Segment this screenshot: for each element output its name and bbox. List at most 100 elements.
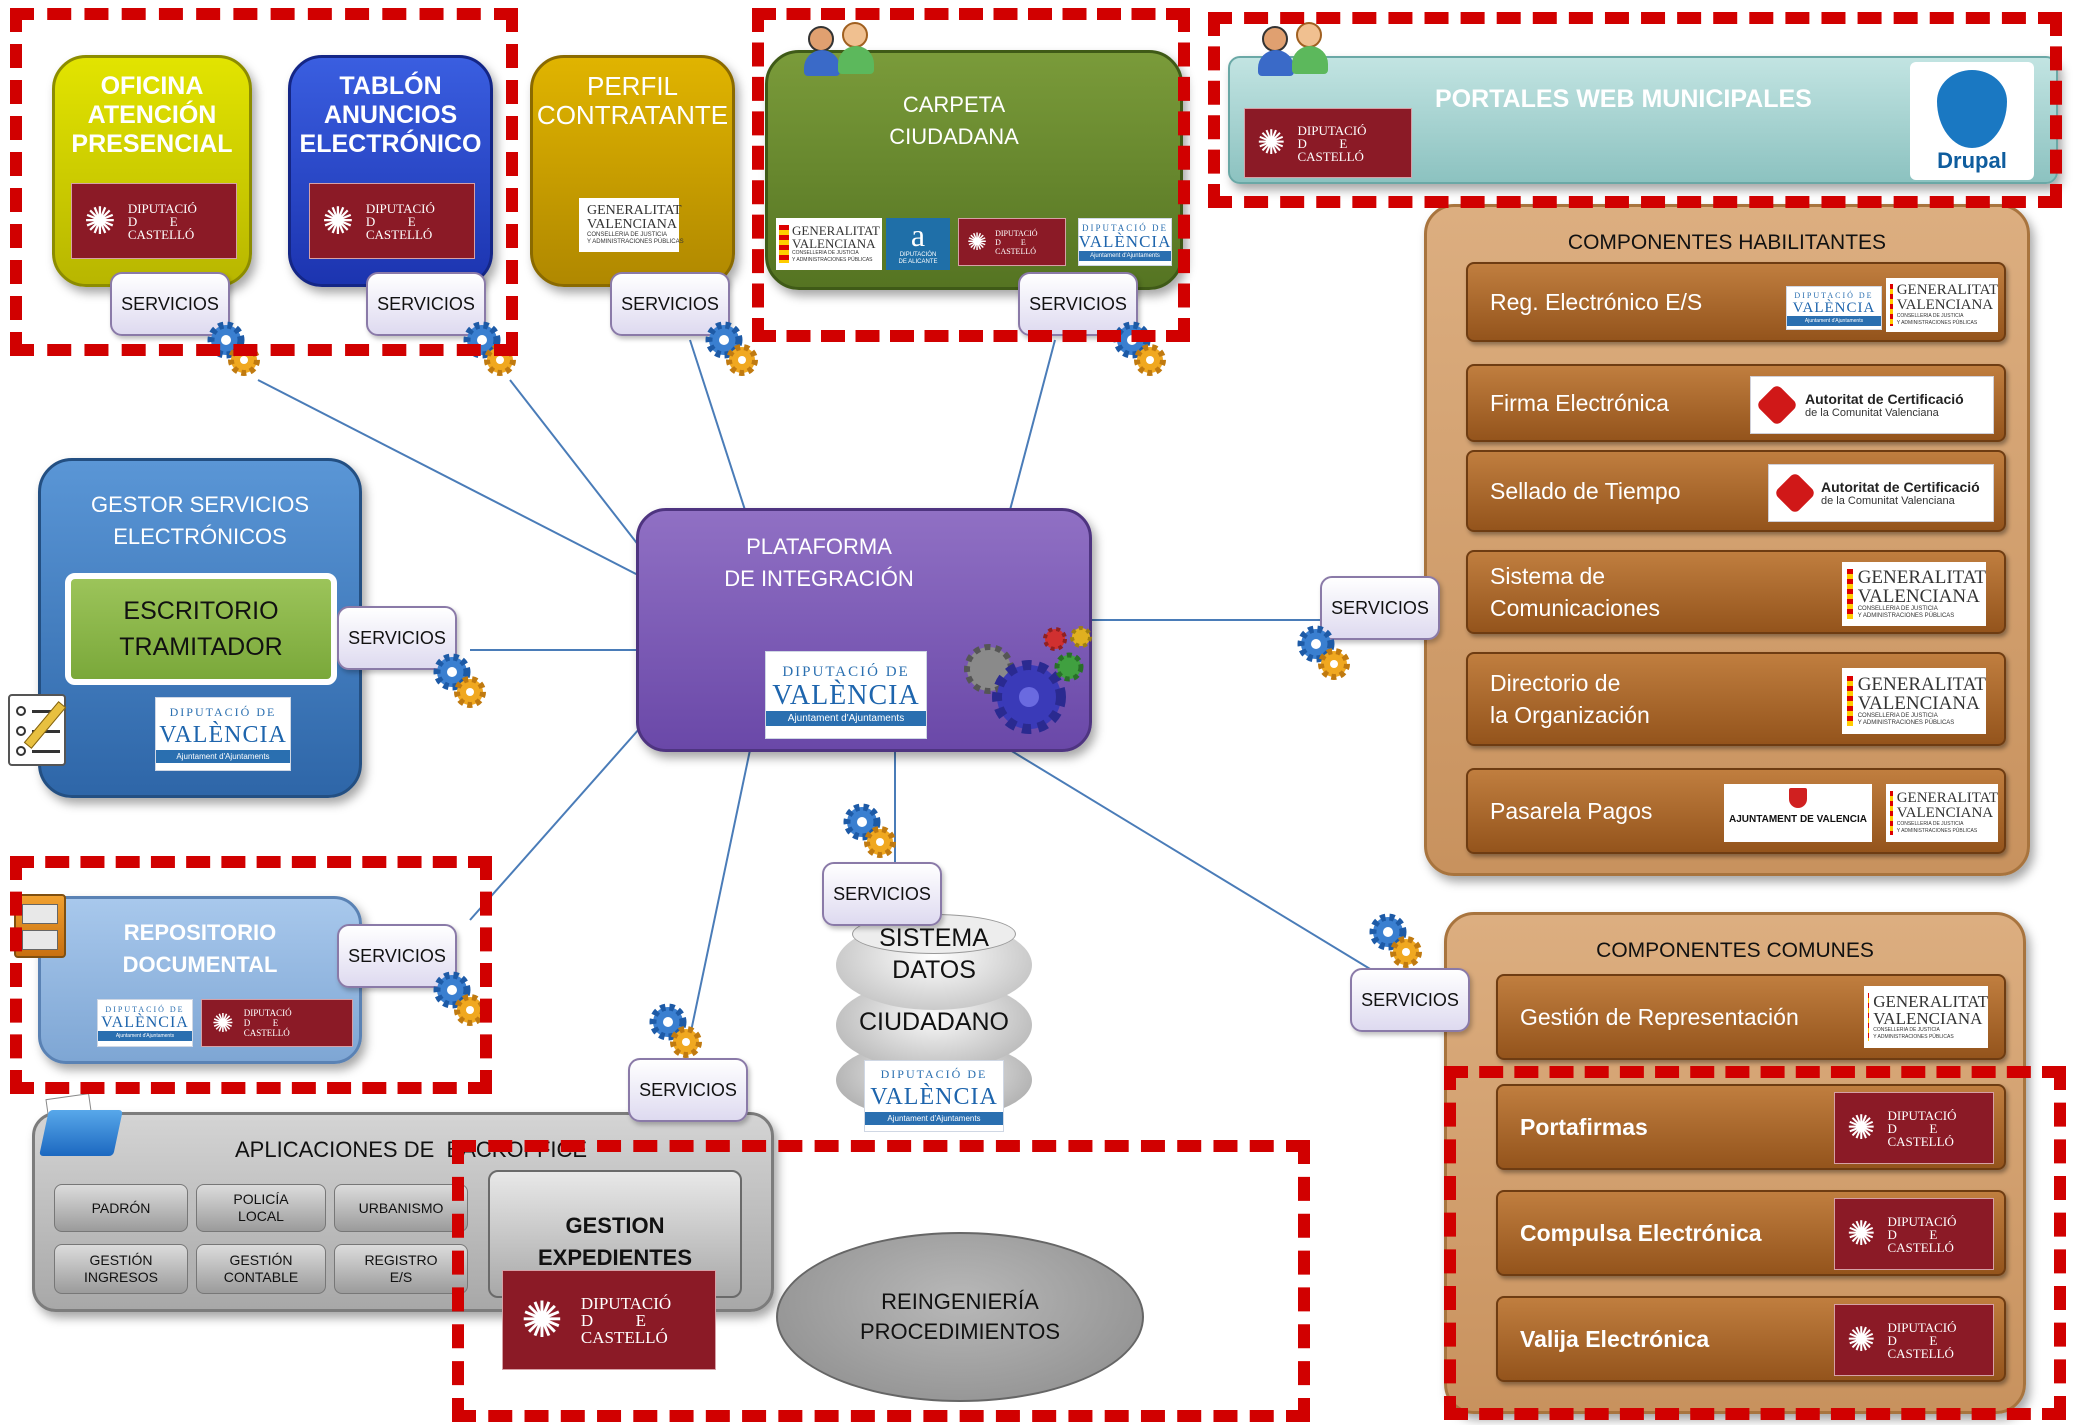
connector-repositorio	[469, 727, 641, 921]
comunes-title: COMPONENTES COMUNES	[1596, 939, 1874, 962]
component-directorio[interactable]: Directorio de la Organización GENERALITA…	[1466, 652, 2006, 746]
component-compulsa-electronica[interactable]: Compulsa Electrónica ✺ DIPUTACIÓ D E CAS…	[1496, 1190, 2006, 1276]
servicios-oficina[interactable]: SERVICIOS	[110, 272, 230, 336]
generalitat-shield-icon	[1890, 284, 1893, 326]
generalitat-shield-icon	[1847, 676, 1853, 726]
seal-icon: ✺	[1847, 1215, 1876, 1253]
servicios-comunes[interactable]: SERVICIOS	[1350, 968, 1470, 1032]
plataforma-box[interactable]: PLATAFORMA DE INTEGRACIÓN DIPUTACIÓ DE V…	[636, 508, 1092, 752]
seal-icon: ✺	[1257, 124, 1286, 162]
connector-oficina	[257, 379, 641, 577]
gears-icon	[1297, 625, 1350, 680]
connector-tablon	[509, 379, 651, 561]
people-icon	[804, 22, 884, 78]
component-sellado-tiempo[interactable]: Sellado de Tiempo Autoritat de Certifica…	[1466, 450, 2006, 532]
servicios-repositorio[interactable]: SERVICIOS	[337, 924, 457, 988]
generalitat-shield-icon	[1890, 791, 1893, 835]
diputacio-castello-logo: ✺ DIPUTACIÓ D E CASTELLÓ	[309, 183, 475, 259]
servicios-perfil[interactable]: SERVICIOS	[610, 272, 730, 336]
servicios-habilitantes[interactable]: SERVICIOS	[1320, 576, 1440, 640]
diputacio-castello-logo: ✺ DIPUTACIÓ D E CASTELLÓ	[1244, 108, 1412, 178]
generalitat-shield-icon	[779, 225, 789, 263]
diputacio-valencia-logo: DIPUTACIÓ DE VALÈNCIA Ajuntament d'Ajunt…	[765, 651, 927, 739]
component-gestion-representacion[interactable]: Gestión de Representación GENERALITAT VA…	[1496, 974, 2006, 1060]
generalitat-shield-icon	[1868, 993, 1870, 1041]
filing-cabinet-icon	[14, 894, 66, 958]
component-firma-electronica[interactable]: Firma Electrónica Autoritat de Certifica…	[1466, 364, 2006, 442]
seal-icon: ✺	[84, 200, 116, 243]
sistema-line1: SISTEMA	[879, 924, 989, 952]
gear-cluster-icon	[964, 626, 1092, 734]
diputacio-castello-logo: ✺ DIPUTACIÓ D E CASTELLÓ	[1834, 1304, 1994, 1376]
plataforma-title: PLATAFORMA DE INTEGRACIÓN	[724, 534, 914, 591]
repositorio-title: REPOSITORIO DOCUMENTAL	[122, 920, 278, 977]
connector-aplicaciones	[684, 749, 751, 1061]
repositorio-box[interactable]: REPOSITORIO DOCUMENTAL DIPUTACIÓ DE VALÈ…	[38, 896, 362, 1064]
habilitantes-title: COMPONENTES HABILITANTES	[1567, 231, 1887, 254]
seal-icon: ✺	[1847, 1109, 1876, 1147]
servicios-sistema[interactable]: SERVICIOS	[822, 862, 942, 926]
checklist-icon	[8, 694, 67, 766]
people-icon	[1258, 22, 1338, 78]
perfil-box[interactable]: PERFIL CONTRATANTE GENERALITAT VALENCIAN…	[530, 55, 735, 287]
highlight-frame-oficina-tablon	[10, 8, 518, 356]
diputacio-castello-logo: ✺ DIPUTACIÓ D E CASTELLÓ	[201, 999, 353, 1047]
diputacio-valencia-logo: DIPUTACIÓ DE VALÈNCIA Ajuntament d'Ajunt…	[1786, 286, 1882, 330]
accv-icon	[1755, 383, 1799, 427]
servicios-carpeta[interactable]: SERVICIOS	[1018, 272, 1138, 336]
reingenieria-ellipse[interactable]: REINGENIERÍA PROCEDIMIENTOS	[776, 1232, 1144, 1402]
escritorio-tramitador[interactable]: ESCRITORIO TRAMITADOR	[65, 573, 337, 685]
diputacio-valencia-logo: DIPUTACIÓ DE VALÈNCIA Ajuntament d'Ajunt…	[1078, 218, 1172, 266]
tablon-title: TABLÓN ANUNCIOS ELECTRÓNICO	[299, 72, 482, 158]
accv-icon	[1773, 471, 1817, 515]
diputacio-castello-logo: ✺ DIPUTACIÓ D E CASTELLÓ	[502, 1270, 716, 1370]
seal-icon: ✺	[967, 228, 988, 256]
app-registro-es[interactable]: REGISTRO E/S	[334, 1244, 468, 1294]
connector-perfil	[689, 339, 746, 511]
diputacio-valencia-logo: DIPUTACIÓ DE VALÈNCIA Ajuntament d'Ajunt…	[97, 999, 193, 1047]
portales-box[interactable]: PORTALES WEB MUNICIPALES ✺ DIPUTACIÓ D E…	[1228, 56, 2058, 184]
diputacio-castello-logo: ✺ DIPUTACIÓ D E CASTELLÓ	[1834, 1198, 1994, 1270]
gears-icon	[705, 321, 758, 376]
app-urbanismo[interactable]: URBANISMO	[334, 1184, 468, 1232]
component-sistema-comunicaciones[interactable]: Sistema de Comunicaciones GENERALITAT VA…	[1466, 550, 2006, 634]
servicios-aplicaciones[interactable]: SERVICIOS	[628, 1058, 748, 1122]
drupal-logo: Drupal	[1910, 62, 2034, 180]
carpeta-box[interactable]: CARPETA CIUDADANA GENERALITAT VALENCIANA…	[765, 50, 1183, 290]
highlight-frame-gestion-expedientes	[452, 1140, 1310, 1422]
app-policia-local[interactable]: POLICÍA LOCAL	[196, 1184, 326, 1232]
highlight-frame-comunes	[1444, 1066, 2066, 1420]
coat-of-arms-icon	[1789, 788, 1807, 808]
app-padron[interactable]: PADRÓN	[54, 1184, 188, 1232]
app-gestion-contable[interactable]: GESTIÓN CONTABLE	[196, 1244, 326, 1294]
gestor-box[interactable]: GESTOR SERVICIOS ELECTRÓNICOS ESCRITORIO…	[38, 458, 362, 798]
component-valija-electronica[interactable]: Valija Electrónica ✺ DIPUTACIÓ D E CASTE…	[1496, 1296, 2006, 1382]
diputacio-castello-logo: ✺ DIPUTACIÓ D E CASTELLÓ	[958, 218, 1066, 266]
component-pasarela-pagos[interactable]: Pasarela Pagos AJUNTAMENT DE VALENCIA GE…	[1466, 768, 2006, 854]
app-gestion-ingresos[interactable]: GESTIÓN INGRESOS	[54, 1244, 188, 1294]
generalitat-shield-icon	[1847, 569, 1853, 619]
component-portafirmas[interactable]: Portafirmas ✺ DIPUTACIÓ D E CASTELLÓ	[1496, 1084, 2006, 1170]
servicios-gestor[interactable]: SERVICIOS	[337, 606, 457, 670]
servicios-tablon[interactable]: SERVICIOS	[366, 272, 486, 336]
gears-icon	[649, 1003, 702, 1058]
alicante-a-icon: a	[910, 217, 926, 253]
gears-icon	[843, 803, 896, 858]
tablon-box[interactable]: TABLÓN ANUNCIOS ELECTRÓNICO ✺ DIPUTACIÓ …	[288, 55, 493, 287]
gears-icon	[433, 653, 486, 708]
gears-icon	[1369, 913, 1422, 968]
diputacio-valencia-logo: DIPUTACIÓ DE VALÈNCIA Ajuntament d'Ajunt…	[155, 697, 291, 771]
component-reg-electronico[interactable]: Reg. Electrónico E/S DIPUTACIÓ DE VALÈNC…	[1466, 262, 2006, 342]
sistema-line3: CIUDADANO	[858, 1008, 1009, 1036]
oficina-title: OFICINA ATENCIÓN PRESENCIAL	[71, 72, 233, 158]
